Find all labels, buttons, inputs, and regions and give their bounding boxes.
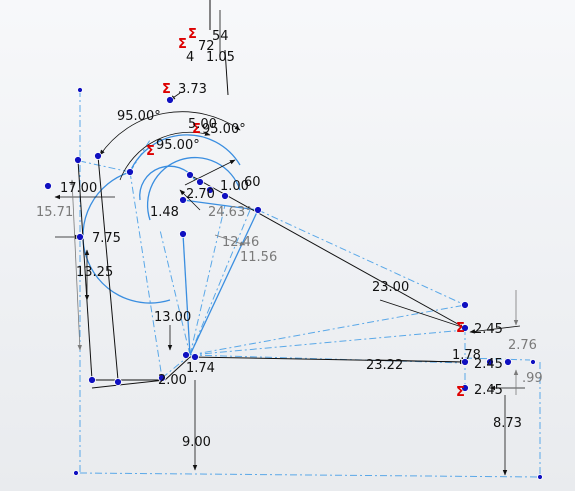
sketch-point[interactable]	[221, 192, 229, 200]
sigma-icon: Σ	[192, 122, 201, 137]
sketch-point[interactable]	[126, 168, 134, 176]
profile-lines[interactable]	[77, 0, 466, 389]
sketch-point[interactable]	[206, 186, 214, 194]
dimension-label[interactable]: 1.74	[186, 361, 215, 376]
sketch-point[interactable]	[461, 358, 469, 366]
driven-dimension-label[interactable]: 2.76	[508, 338, 537, 353]
sketch-point[interactable]	[88, 376, 96, 384]
sketch-point[interactable]	[504, 358, 512, 366]
dimension-label[interactable]: 23.22	[366, 358, 403, 373]
dimension-label[interactable]: 95.00°	[117, 109, 161, 124]
construction-lines	[74, 90, 541, 478]
sketch-point[interactable]	[44, 182, 52, 190]
dimension-label[interactable]: 2.45	[474, 357, 503, 372]
sketch-point[interactable]	[166, 96, 174, 104]
driven-dimension-label[interactable]: 24.63°	[208, 205, 252, 220]
sketch-point[interactable]	[461, 301, 469, 309]
sketch-point[interactable]	[196, 178, 204, 186]
dimension-label[interactable]: 1.05	[206, 50, 235, 65]
sketch-point[interactable]	[186, 171, 194, 179]
dimension-label[interactable]: 13.25	[76, 265, 113, 280]
sigma-icon: Σ	[456, 385, 465, 400]
dimension-label[interactable]: 9.00	[182, 435, 211, 450]
sigma-icon: Σ	[178, 37, 187, 52]
sketch-point[interactable]	[254, 206, 262, 214]
dimension-label[interactable]: 2.70	[186, 187, 215, 202]
dimension-label[interactable]: 72	[198, 39, 215, 54]
dimension-label[interactable]: 54	[212, 29, 229, 44]
dimension-lines	[54, 10, 525, 476]
sigma-icon: Σ	[162, 82, 171, 97]
dimension-label[interactable]: 7.75	[92, 231, 121, 246]
dimension-label[interactable]: 95.00°	[202, 122, 246, 137]
dimension-label[interactable]: 17.00	[60, 181, 97, 196]
sketch-point[interactable]	[74, 156, 82, 164]
sketch-point[interactable]	[158, 374, 166, 382]
driven-dimension-label[interactable]: 11.56	[240, 250, 277, 265]
sketch-point[interactable]	[461, 384, 469, 392]
driven-dimension-lines	[69, 179, 519, 395]
dimension-label[interactable]: 1.78	[452, 348, 481, 363]
dimension-label[interactable]: 1.00	[220, 179, 249, 194]
sketch-point[interactable]	[182, 351, 190, 359]
driven-dimension-label[interactable]: 12.46	[222, 235, 259, 250]
dimension-label[interactable]: 2.45	[474, 322, 503, 337]
dimension-label[interactable]: 13.00	[154, 310, 191, 325]
dimension-label[interactable]: 2.45	[474, 383, 503, 398]
sketch-point[interactable]	[461, 324, 469, 332]
dimension-label[interactable]: 23.00	[372, 280, 409, 295]
sketch-point[interactable]	[76, 233, 84, 241]
dimension-label[interactable]: 60	[244, 175, 261, 190]
sketch-point[interactable]	[486, 358, 494, 366]
dimension-label[interactable]: 8.73	[493, 416, 522, 431]
sketch-point[interactable]	[179, 196, 187, 204]
sketch-point[interactable]	[530, 359, 536, 365]
driven-dimension-label[interactable]: 15.71	[36, 205, 73, 220]
sigma-icon: Σ	[188, 27, 197, 42]
dimension-label[interactable]: 4	[186, 50, 194, 65]
sigma-icon: Σ	[146, 144, 155, 159]
sketch-point[interactable]	[94, 152, 102, 160]
sketch-point[interactable]	[114, 378, 122, 386]
dimension-label[interactable]: 3.73	[178, 82, 207, 97]
sketch-point[interactable]	[537, 474, 543, 480]
sketch-points[interactable]	[44, 87, 543, 480]
sketch-point[interactable]	[191, 353, 199, 361]
dimension-label[interactable]: 2.00	[158, 373, 187, 388]
dimension-label[interactable]: 95.00°	[156, 138, 200, 153]
sketch-point[interactable]	[179, 230, 187, 238]
driven-dimension-label[interactable]: .99	[522, 371, 543, 386]
sigma-icon: Σ	[456, 321, 465, 336]
dimension-label[interactable]: 5.00	[188, 117, 217, 132]
sketch-point[interactable]	[77, 87, 83, 93]
sketch-point[interactable]	[73, 470, 79, 476]
dimension-label[interactable]: 1.48	[150, 205, 179, 220]
